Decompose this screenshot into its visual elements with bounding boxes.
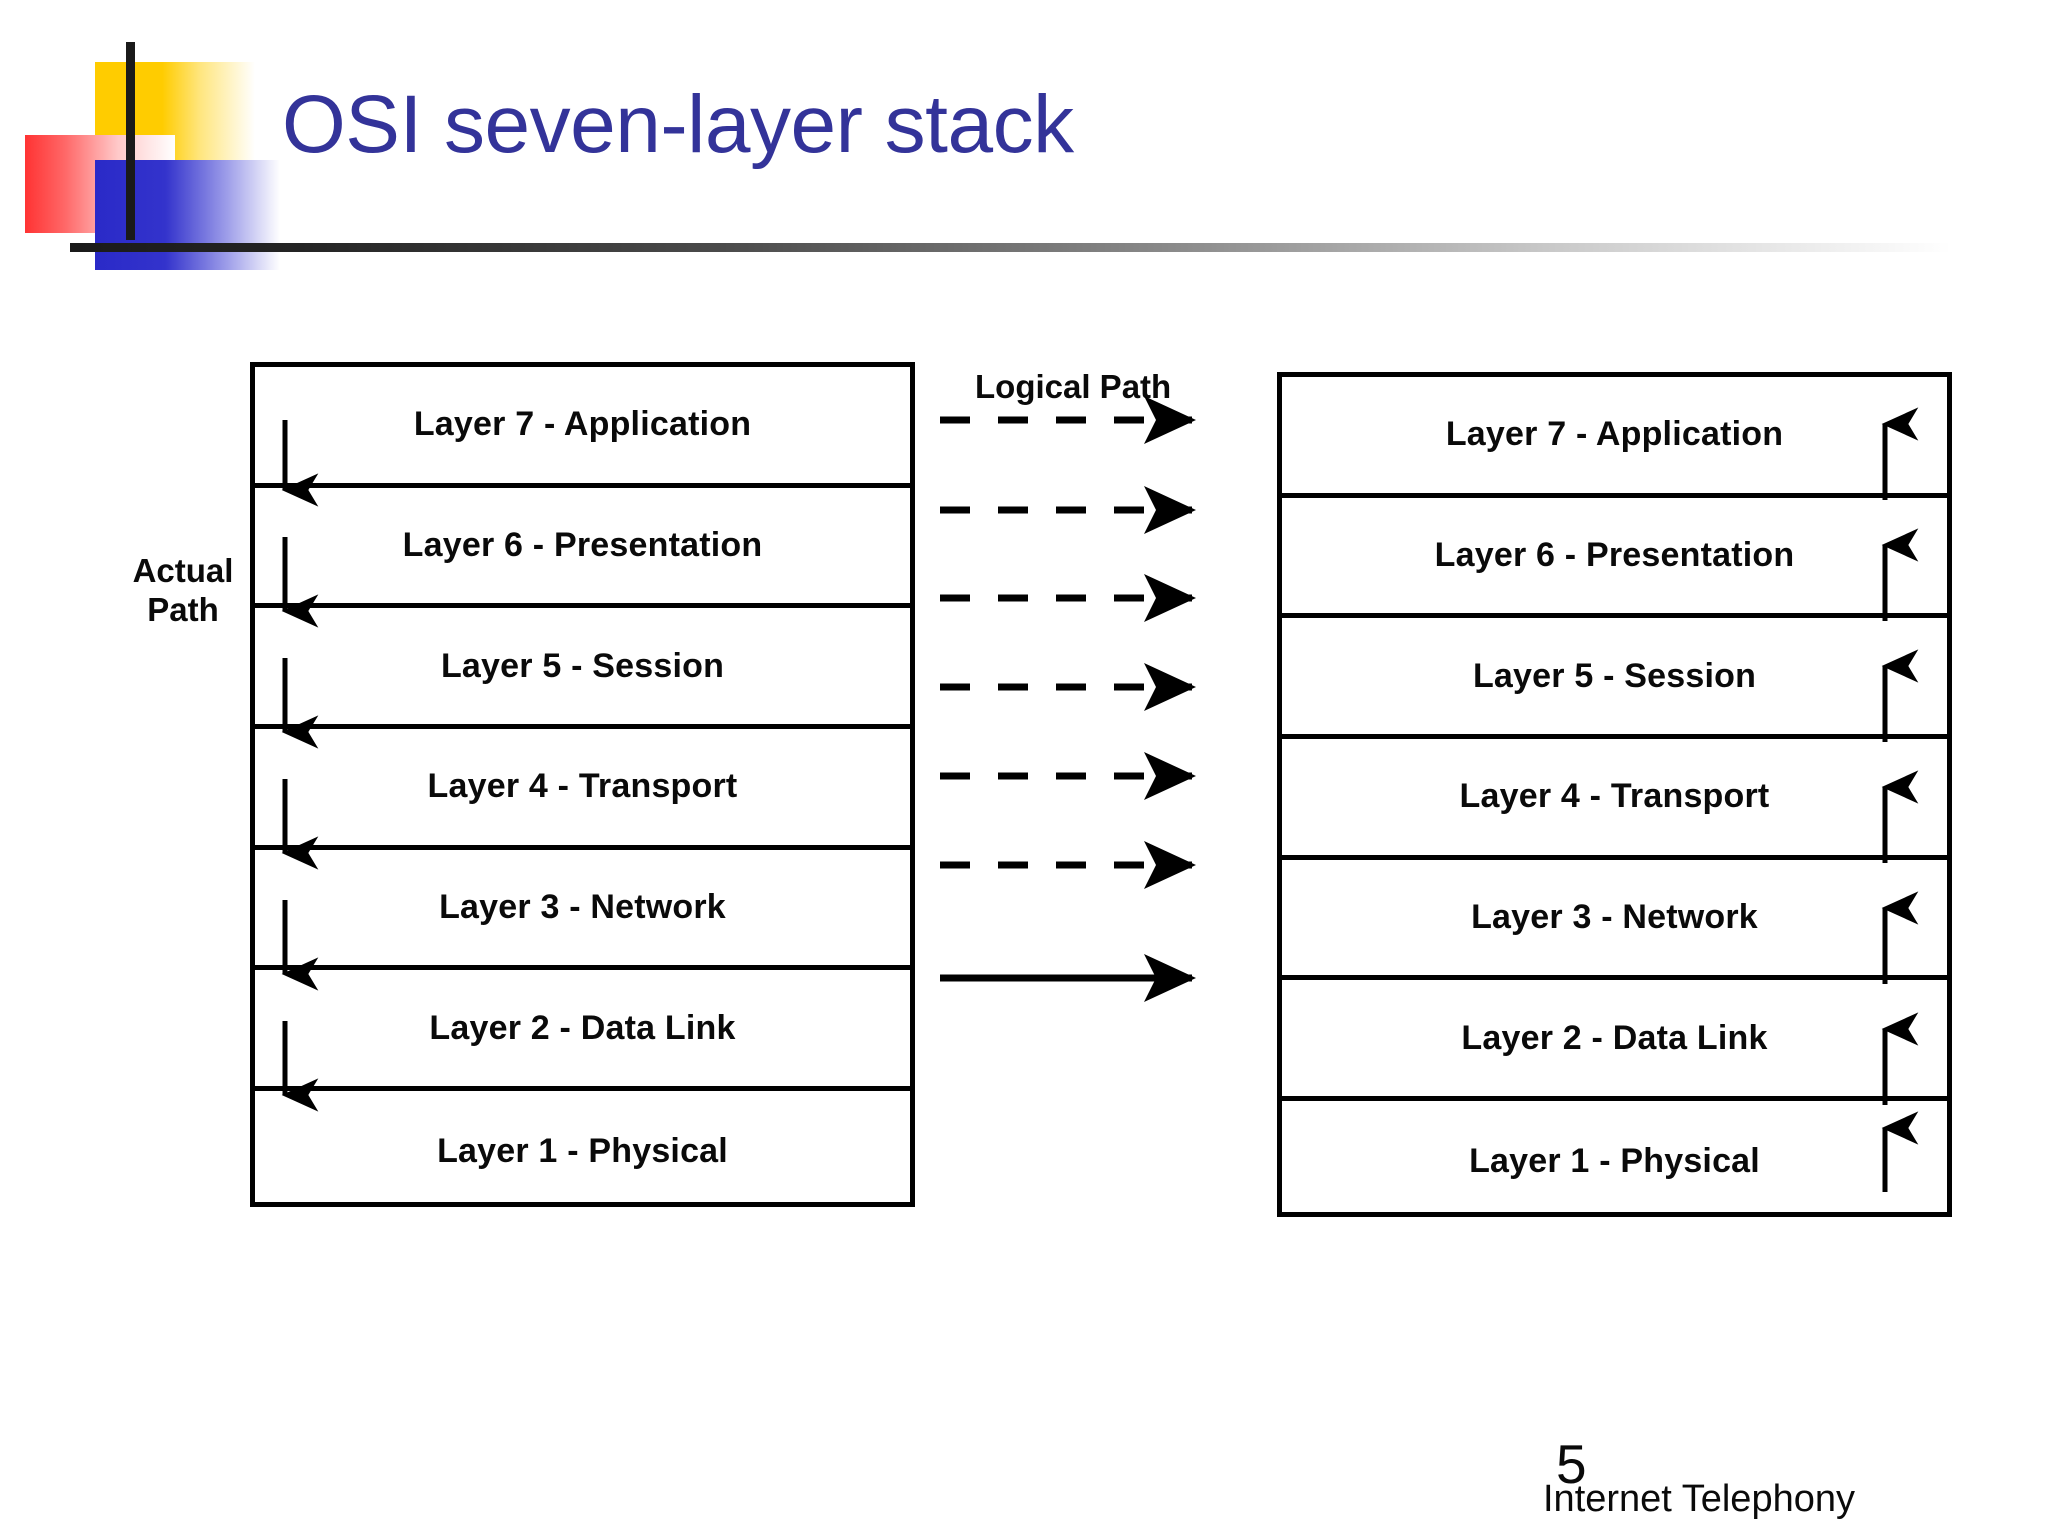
logo-vertical-rule (126, 42, 135, 240)
left-layer-2-label: Layer 2 - Data Link (429, 1008, 736, 1047)
right-layer-2-label: Layer 2 - Data Link (1461, 1018, 1768, 1057)
left-layer-2: Layer 2 - Data Link (255, 970, 910, 1092)
left-osi-stack: Layer 7 - Application Layer 6 - Presenta… (250, 362, 915, 1207)
title-horizontal-rule (70, 243, 1970, 252)
right-stack-up-arrows-icon (1881, 407, 1919, 1192)
actual-path-label-line2: Path (147, 590, 219, 628)
right-layer-5-label: Layer 5 - Session (1472, 656, 1757, 695)
right-layer-2: Layer 2 - Data Link (1282, 980, 1947, 1102)
left-layer-7: Layer 7 - Application (255, 367, 910, 488)
right-layer-1-label: Layer 1 - Physical (1469, 1141, 1760, 1180)
right-layer-1: Layer 1 - Physical (1282, 1101, 1947, 1222)
logical-path-label: Logical Path (975, 368, 1172, 405)
right-layer-7-label: Layer 7 - Application (1445, 415, 1784, 454)
left-layer-6: Layer 6 - Presentation (255, 488, 910, 609)
left-layer-7-label: Layer 7 - Application (413, 405, 752, 444)
right-layer-3-label: Layer 3 - Network (1471, 898, 1758, 937)
left-layer-5: Layer 5 - Session (255, 608, 910, 730)
right-layer-6: Layer 6 - Presentation (1282, 498, 1947, 619)
left-layer-4-label: Layer 4 - Transport (427, 767, 738, 806)
footer-text: Internet Telephony (1543, 1478, 1855, 1520)
right-osi-stack: Layer 7 - Application Layer 6 - Presenta… (1277, 372, 1952, 1217)
right-layer-4-label: Layer 4 - Transport (1459, 777, 1770, 816)
right-layer-7: Layer 7 - Application (1282, 377, 1947, 498)
actual-path-down-arrows-icon (281, 420, 319, 1112)
left-layer-6-label: Layer 6 - Presentation (402, 526, 763, 565)
right-layer-5: Layer 5 - Session (1282, 618, 1947, 740)
page-title: OSI seven-layer stack (282, 79, 1074, 170)
left-layer-5-label: Layer 5 - Session (440, 646, 725, 685)
left-layer-1: Layer 1 - Physical (255, 1091, 910, 1212)
left-layer-3: Layer 3 - Network (255, 850, 910, 971)
left-layer-4: Layer 4 - Transport (255, 729, 910, 850)
right-layer-4: Layer 4 - Transport (1282, 739, 1947, 860)
right-layer-3: Layer 3 - Network (1282, 860, 1947, 981)
logical-path-arrows-icon (940, 396, 1196, 1002)
actual-path-label-line1: Actual (132, 552, 234, 589)
left-layer-1-label: Layer 1 - Physical (437, 1131, 728, 1170)
actual-path-label: Actual Path (108, 552, 258, 630)
left-layer-3-label: Layer 3 - Network (439, 888, 726, 927)
page-number: 5 (1556, 1433, 1587, 1495)
right-layer-6-label: Layer 6 - Presentation (1434, 536, 1795, 575)
